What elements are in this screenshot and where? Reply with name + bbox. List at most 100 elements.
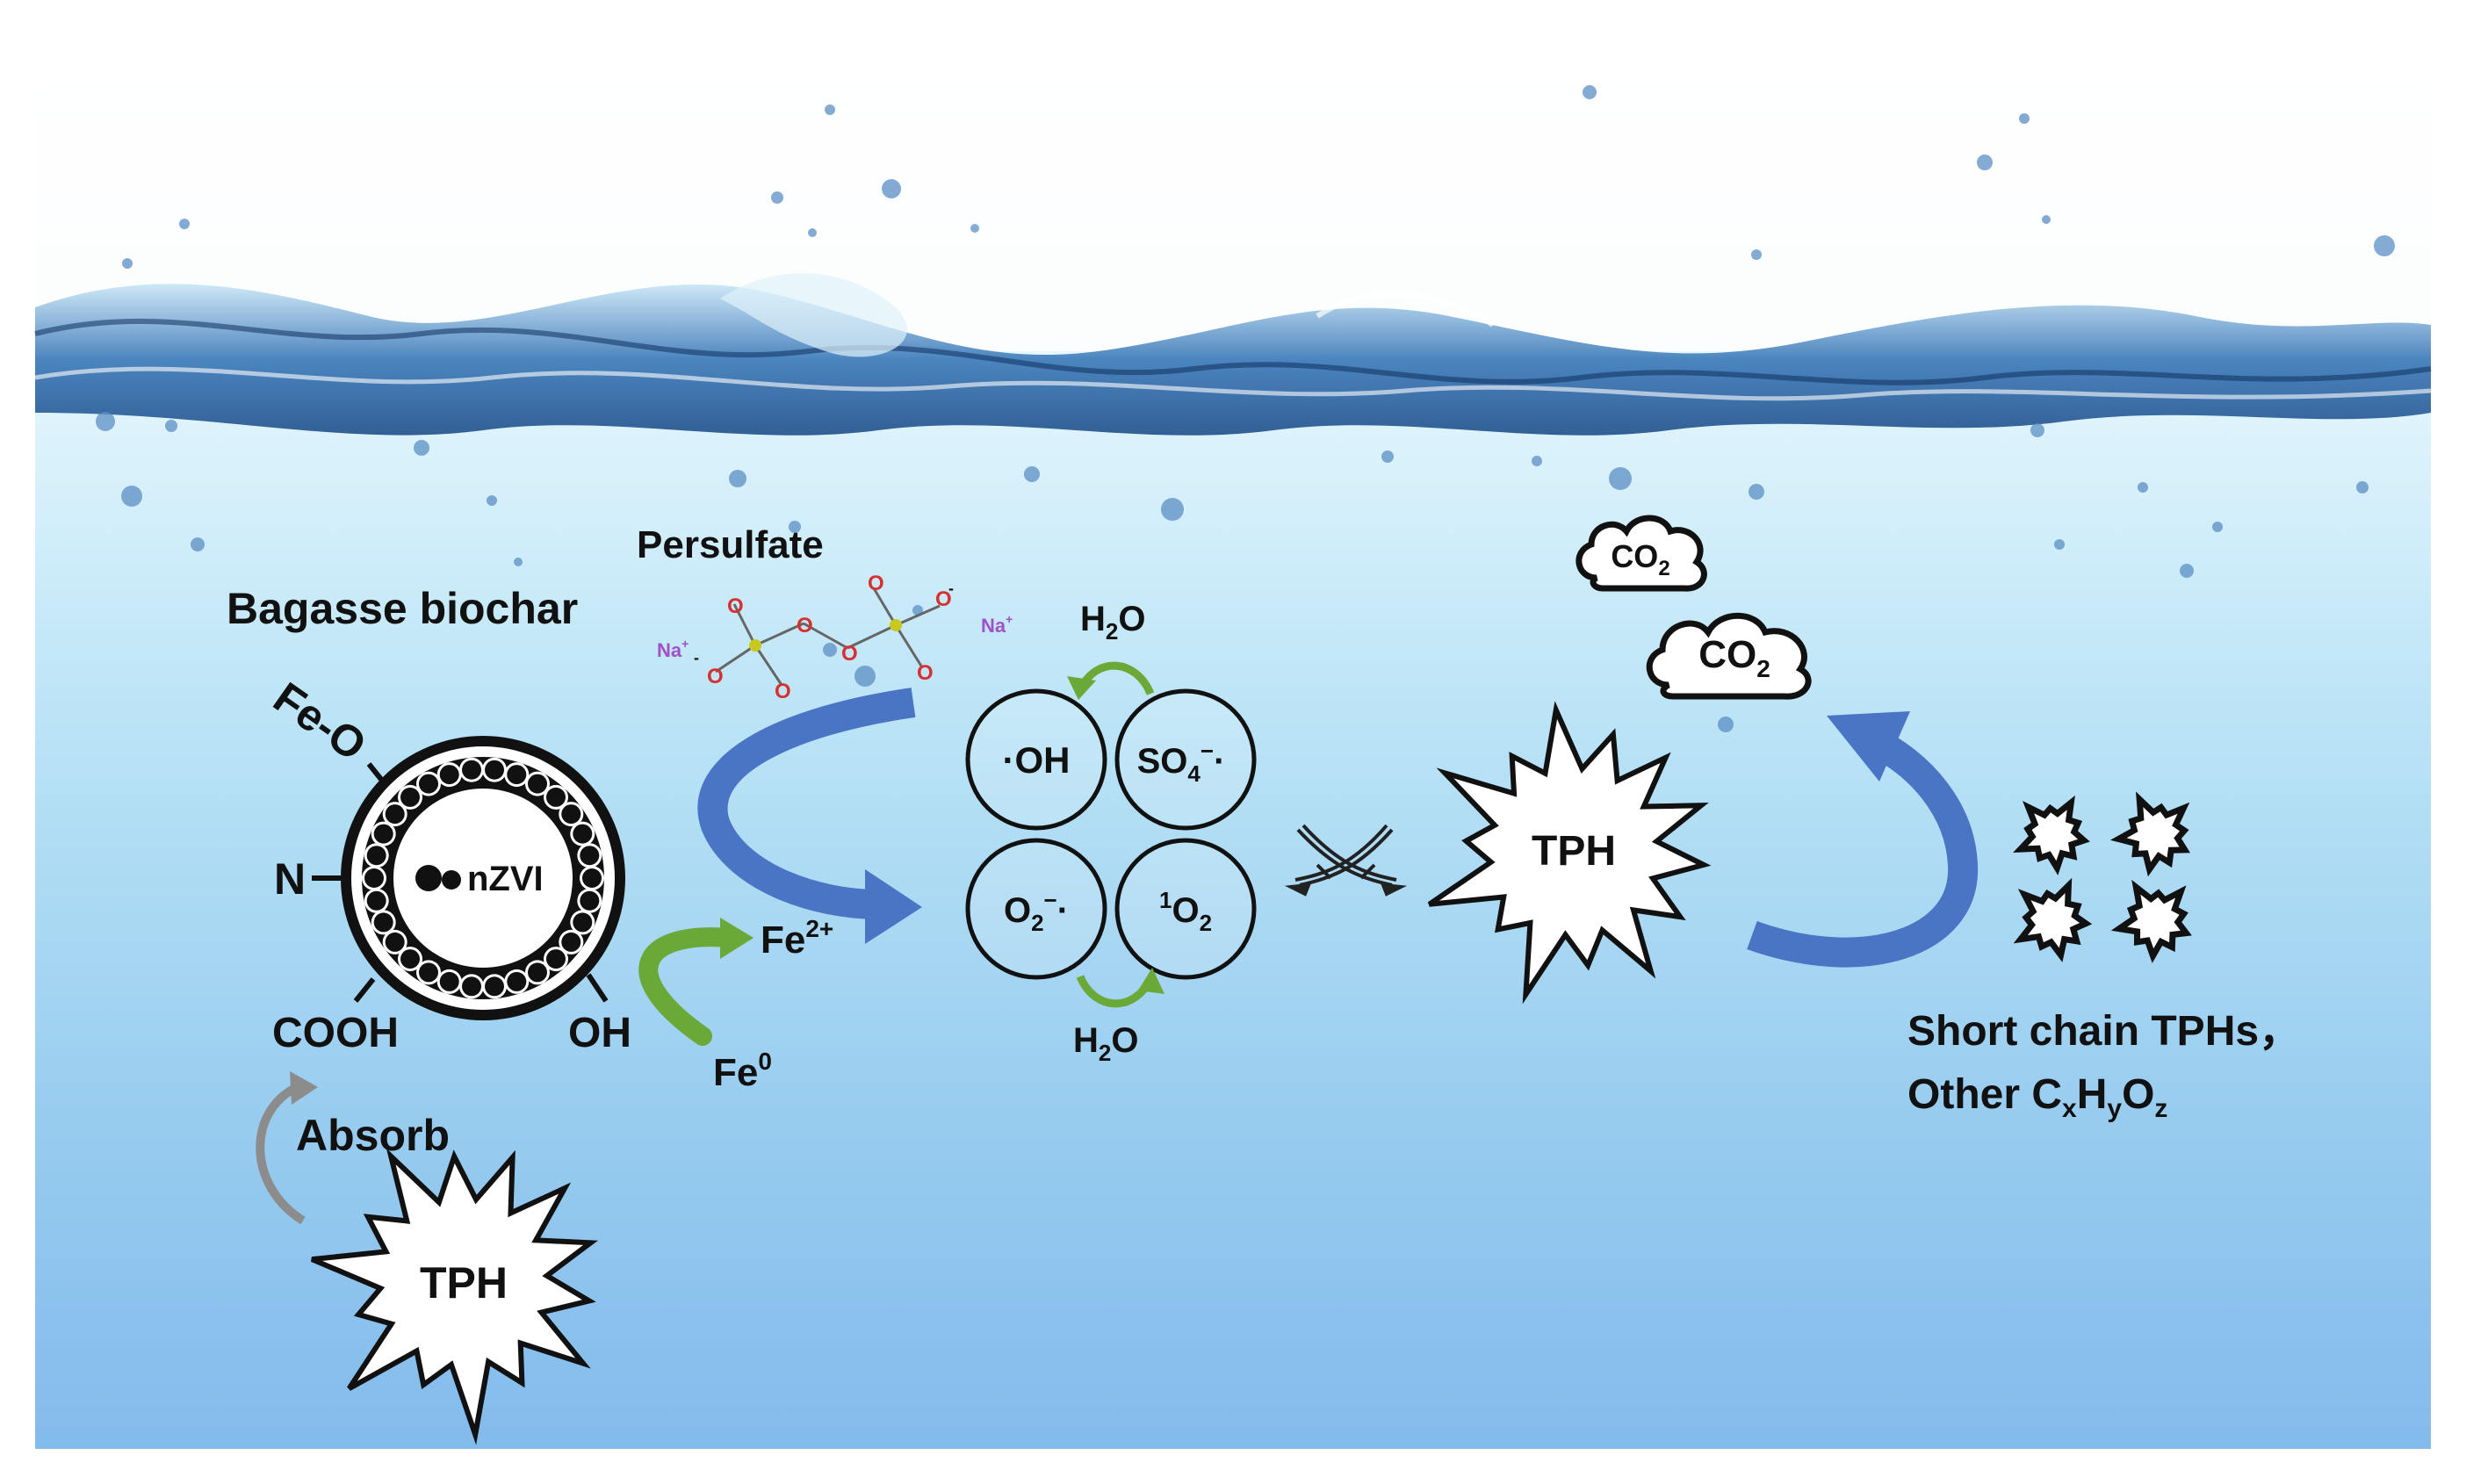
co2-bottom-label: CO2 (1698, 633, 1770, 682)
tph-middle-label: TPH (1532, 828, 1616, 875)
sulfur-atom-left (749, 639, 761, 652)
biochar-bead-core (385, 932, 405, 952)
radical-cluster: ·OH SO4−· O2−· 1O2 (965, 688, 1257, 980)
svg-text:O: O (707, 665, 724, 688)
svg-text:O: O (917, 661, 934, 685)
cooh-bond (353, 977, 376, 1003)
co2-cloud-top: CO2 (1576, 515, 1707, 592)
persulfate-molecule: O O O O O O O O - - Na+ Na+ (657, 572, 1013, 703)
biochar-bead-core (573, 912, 593, 933)
biochar-particle (341, 736, 625, 1020)
tph-left-label: TPH (420, 1258, 508, 1308)
short-chain-starburst-1 (2013, 795, 2090, 875)
absorb-arrow-head (290, 1071, 318, 1105)
tph-starburst-middle (1427, 701, 1712, 1005)
nzvi-dot-large (415, 865, 442, 891)
biochar-bead-core (400, 949, 420, 969)
oxygen-charge: - (948, 580, 954, 597)
hydroxyl-radical-label: ·OH (1003, 739, 1071, 781)
short-chain-starburst-2 (2109, 791, 2190, 877)
crossed-swords-icon (1284, 824, 1408, 897)
absorb-label: Absorb (296, 1111, 450, 1160)
biochar-beads (362, 757, 604, 999)
sulfate-radical-label: SO4−· (1137, 738, 1226, 787)
persulfate-label: Persulfate (637, 523, 824, 566)
sodium-right: Na+ (981, 612, 1013, 637)
co2-top-label: CO2 (1611, 538, 1669, 580)
svg-text:O: O (775, 680, 791, 703)
water-droplets (96, 85, 2395, 732)
biochar-bead-core (546, 949, 566, 969)
sodium-left: Na+ (657, 637, 689, 661)
nzvi-dot-small (442, 870, 461, 890)
short-chain-label-line2: Other CxHyOz (1907, 1071, 2167, 1123)
biochar-bead-core (439, 765, 459, 785)
water-label-top: H2O (1080, 600, 1145, 645)
nzvi-core: nZVI (415, 860, 544, 898)
tph-starburst-left (311, 1148, 598, 1445)
biochar-bead-core (439, 971, 459, 991)
sulfur-atom-right (890, 619, 902, 631)
mineralization-arrow-head (1827, 711, 1910, 782)
biochar-bead-core (485, 760, 504, 780)
biochar-bead-core (400, 787, 420, 807)
biochar-bead-core (373, 824, 393, 844)
superoxide-radical-label: O2−· (1004, 887, 1069, 936)
short-chain-starburst-4 (2110, 879, 2192, 963)
biochar-bead-core (385, 804, 405, 825)
oh-bond (586, 973, 609, 1003)
cooh-label: COOH (272, 1010, 399, 1056)
molecule-bonds (715, 587, 941, 686)
water-label-bottom: H2O (1073, 1021, 1138, 1066)
svg-text:O: O (935, 587, 952, 611)
svg-text:O: O (841, 642, 858, 666)
biochar-bead-core (580, 890, 600, 911)
water-cycle-arrow-top-head (1067, 676, 1096, 700)
persulfate-activation-arrow (697, 688, 916, 919)
fe2-label: Fe2+ (761, 915, 833, 962)
biochar-bead-core (419, 962, 438, 983)
biochar-bead-core (507, 971, 527, 991)
biochar-bead-core (546, 787, 566, 807)
water-surface-wave (34, 273, 2432, 436)
svg-text:O: O (868, 572, 884, 595)
water-cycle-arrow-bottom-head (1138, 968, 1164, 994)
short-chain-starburst-3 (2013, 877, 2093, 962)
biochar-bead-core (528, 962, 547, 983)
biochar-bead-core (573, 824, 593, 844)
sulfate-radical-circle (1114, 688, 1257, 831)
biochar-bead-core (419, 774, 438, 794)
biochar-bead-core (485, 976, 504, 997)
short-chain-label-line1: Short chain TPHs， (1907, 1008, 2301, 1055)
biochar-bead-core (366, 846, 386, 866)
hydroxyl-radical-circle (965, 688, 1107, 831)
oxygen-charge-left: - (694, 649, 699, 666)
nzvi-label: nZVI (467, 860, 544, 898)
oxygen-atoms: O O O O O O O O (707, 572, 952, 703)
fe-conversion-arrow (638, 927, 739, 1046)
oh-label: OH (568, 1010, 631, 1056)
singlet-oxygen-label: 1O2 (1159, 887, 1212, 936)
biochar-bead-core (561, 932, 581, 952)
biochar-bead-core (561, 804, 581, 825)
biochar-bead-core (373, 912, 393, 933)
biochar-bead-core (580, 846, 600, 866)
n-label: N (274, 854, 306, 904)
biochar-bead-core (528, 774, 547, 794)
svg-text:O: O (727, 594, 744, 618)
singlet-oxygen-circle (1114, 838, 1257, 980)
absorb-arrow (256, 1080, 306, 1225)
svg-text:O: O (797, 614, 813, 638)
biochar-bead-core (582, 868, 602, 888)
mineralization-arrow (1747, 728, 1979, 968)
fe-conversion-arrow-head (720, 918, 754, 959)
superoxide-radical-circle (965, 838, 1107, 980)
biochar-bead-core (462, 760, 481, 780)
persulfate-activation-arrow-head (865, 869, 922, 944)
fe-o-bond (366, 762, 389, 788)
biochar-bead-core (462, 976, 481, 997)
bagasse-biochar-label: Bagasse biochar (227, 584, 578, 633)
biochar-bead-core (507, 765, 527, 785)
